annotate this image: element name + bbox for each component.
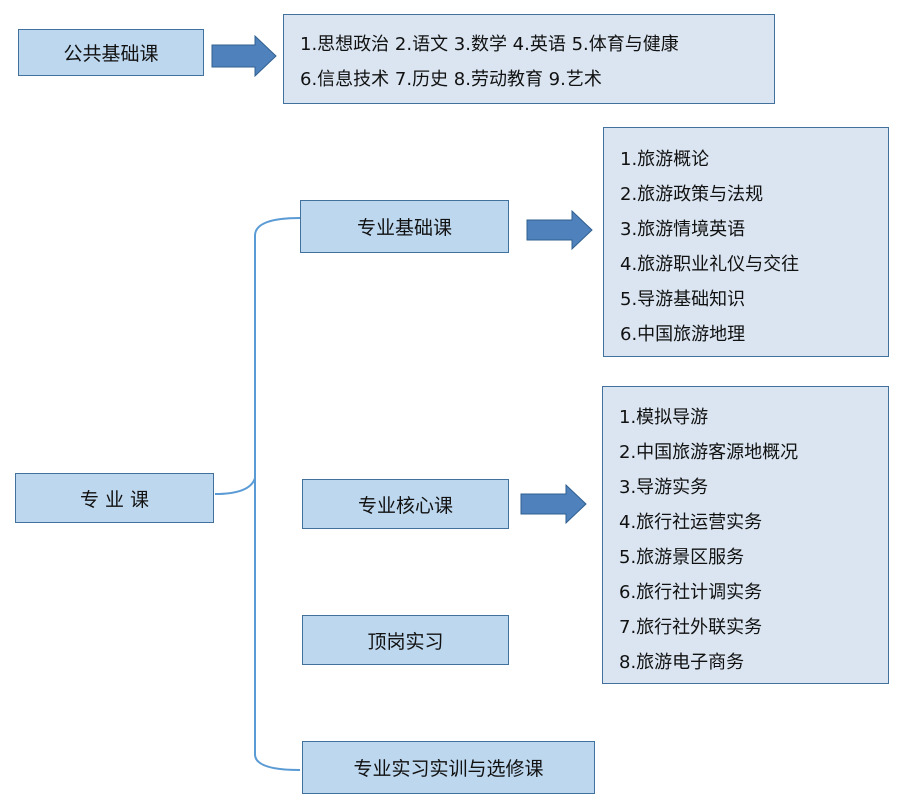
arrow-core-icon	[520, 483, 587, 525]
practice-elective-label: 专业实习实训与选修课	[353, 758, 544, 780]
internship-box: 顶岗实习	[302, 615, 509, 665]
list-item: 2.中国旅游客源地概况	[619, 442, 799, 463]
list-item: 2.旅游政策与法规	[620, 184, 764, 205]
foundation-course-list: 1.旅游概论 2.旅游政策与法规 3.旅游情境英语 4.旅游职业礼仪与交往 5.…	[603, 127, 889, 357]
list-item: 4.旅行社运营实务	[619, 512, 763, 533]
list-item: 7.旅行社外联实务	[619, 617, 763, 638]
public-course-line: 6.信息技术 7.历史 8.劳动教育 9.艺术	[300, 69, 602, 90]
core-course-label: 专业核心课	[357, 494, 453, 517]
list-item: 3.导游实务	[619, 477, 709, 498]
list-item: 4.旅游职业礼仪与交往	[620, 254, 800, 275]
list-item: 1.模拟导游	[619, 407, 709, 428]
core-course-box: 专业核心课	[302, 479, 509, 529]
list-item: 8.旅游电子商务	[619, 652, 745, 673]
foundation-course-box: 专业基础课	[300, 200, 509, 253]
foundation-course-label: 专业基础课	[356, 217, 452, 239]
major-course-box: 专 业 课	[15, 473, 214, 523]
list-item: 6.中国旅游地理	[620, 324, 746, 345]
public-course-box: 公共基础课	[18, 29, 204, 76]
public-course-list: 1.思想政治 2.语文 3.数学 4.英语 5.体育与健康 6.信息技术 7.历…	[283, 14, 775, 104]
arrow-public-icon	[211, 34, 277, 78]
public-course-line: 1.思想政治 2.语文 3.数学 4.英语 5.体育与健康	[300, 34, 679, 55]
list-item: 5.旅游景区服务	[619, 547, 745, 568]
branch-bracket	[214, 217, 301, 771]
major-course-label: 专 业 课	[79, 488, 150, 511]
list-item: 1.旅游概论	[620, 149, 710, 170]
list-item: 5.导游基础知识	[620, 289, 746, 310]
arrow-foundation-icon	[526, 209, 593, 251]
core-course-list: 1.模拟导游 2.中国旅游客源地概况 3.导游实务 4.旅行社运营实务 5.旅游…	[602, 386, 889, 684]
internship-label: 顶岗实习	[367, 630, 444, 653]
public-course-label: 公共基础课	[63, 43, 159, 65]
list-item: 6.旅行社计调实务	[619, 582, 763, 603]
list-item: 3.旅游情境英语	[620, 219, 746, 240]
practice-elective-box: 专业实习实训与选修课	[302, 741, 595, 794]
